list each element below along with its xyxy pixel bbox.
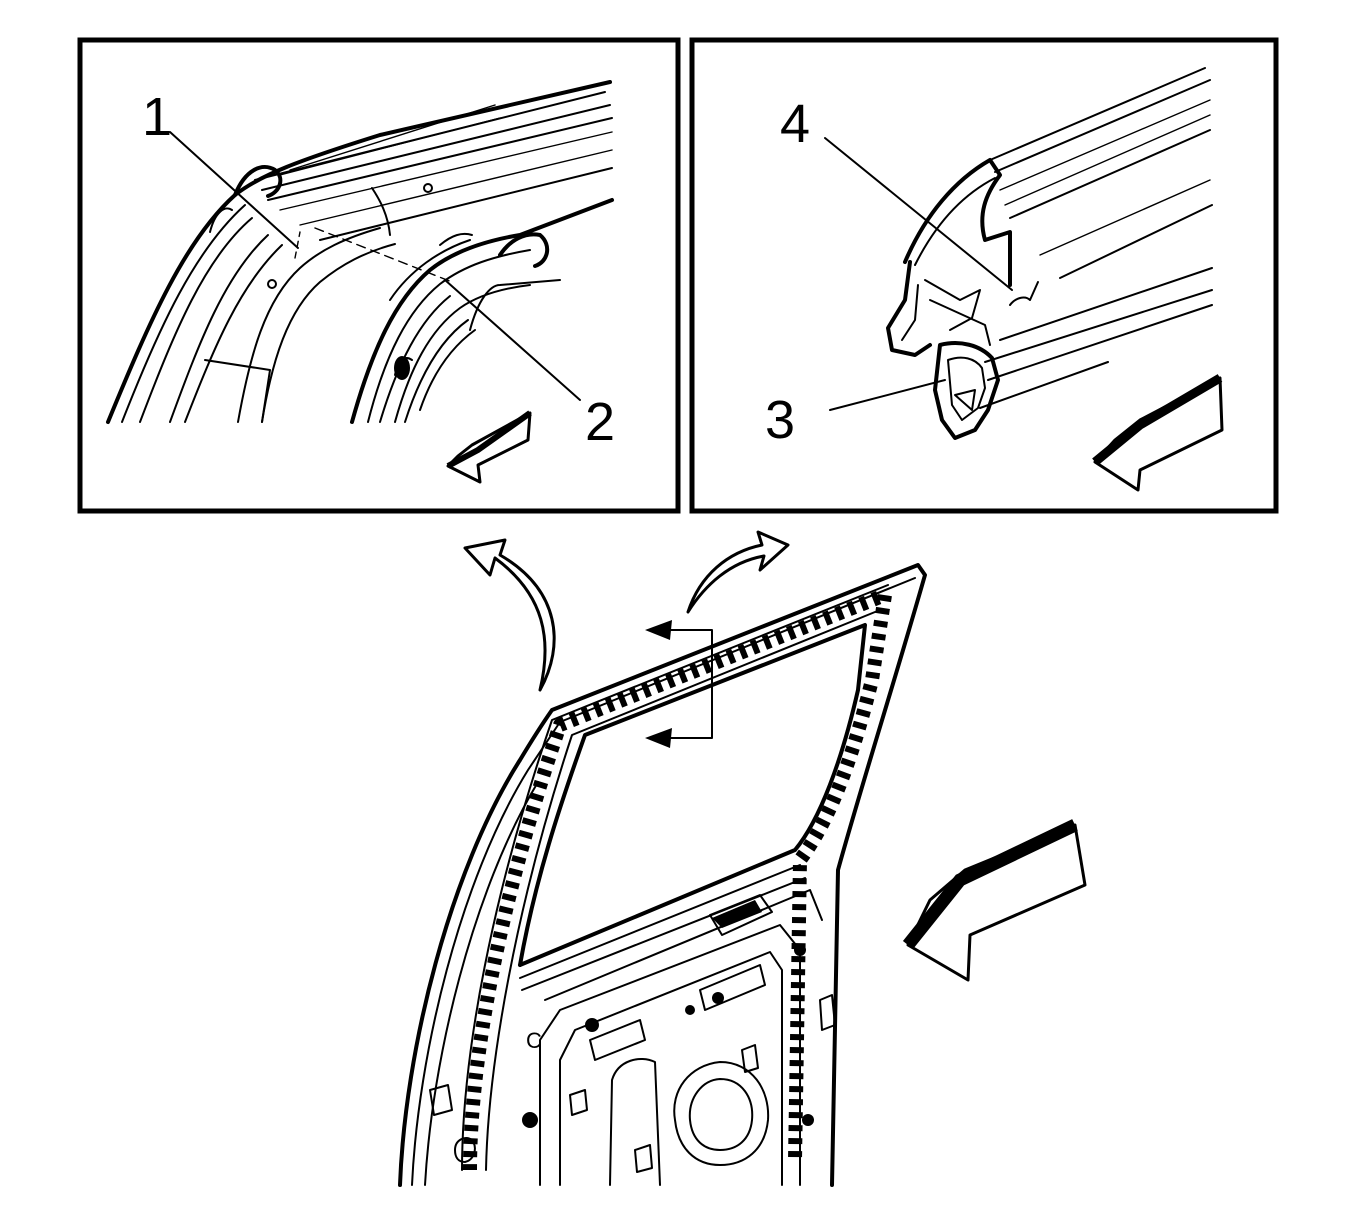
weatherstrip-section-drawing xyxy=(886,67,1224,492)
detail-panel-right-frame xyxy=(689,37,1279,514)
door-part-marking: C xyxy=(526,1028,542,1053)
direction-arrow-left-panel xyxy=(446,410,532,484)
detail-panel-left: 1 2 xyxy=(77,37,681,514)
leader-line-2 xyxy=(444,279,581,401)
leader-line-4 xyxy=(824,137,1013,291)
pointer-arrow-to-left-detail xyxy=(463,538,556,692)
weatherstrip-corner-drawing xyxy=(106,80,614,484)
callout-2: 2 xyxy=(585,392,615,452)
view-direction-arrow xyxy=(902,819,1087,982)
callout-3: 3 xyxy=(765,390,795,450)
detail-panel-left-frame xyxy=(77,37,681,514)
door-overview: C xyxy=(398,563,1087,1187)
callout-4: 4 xyxy=(780,94,810,154)
detail-panel-right: 4 3 xyxy=(689,37,1279,514)
leader-line-3 xyxy=(829,379,946,411)
callout-1: 1 xyxy=(142,87,172,147)
leader-line-1 xyxy=(169,131,299,249)
direction-arrow-right-panel xyxy=(1092,374,1224,492)
pointer-arrow-to-right-detail xyxy=(686,530,790,614)
